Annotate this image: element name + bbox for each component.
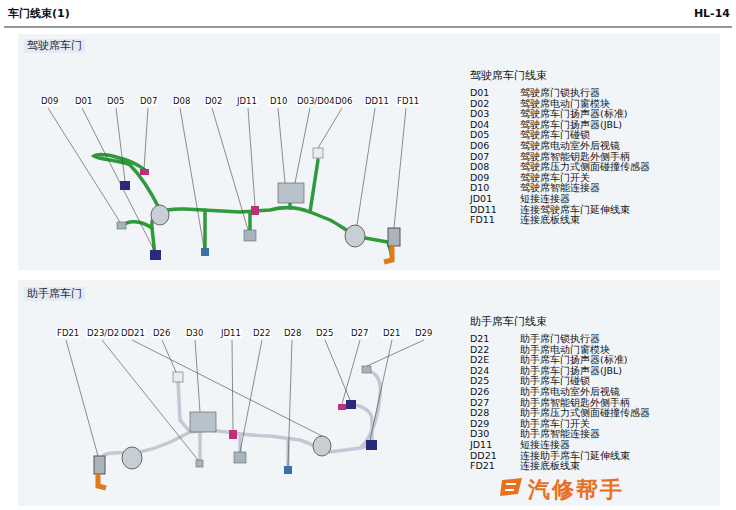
connectors bbox=[94, 366, 377, 488]
connector-code: DD11 bbox=[470, 205, 497, 215]
connector-name: 助手席车门开关 bbox=[520, 419, 590, 429]
connector-name: 驾驶席智能连接器 bbox=[520, 183, 600, 193]
watermark: 汽修帮手 bbox=[528, 478, 624, 502]
connector-code: D26 bbox=[470, 387, 489, 397]
connector-name: 助手席智能钥匙外侧手柄 bbox=[520, 398, 630, 408]
callout-number: JD11 bbox=[236, 97, 258, 106]
callout-number: DD21 bbox=[120, 329, 146, 338]
list-heading: 驾驶席车门线束 bbox=[470, 70, 547, 82]
connector-name: 助手席电动室外后视镜 bbox=[520, 387, 620, 397]
callout-number: D30 bbox=[185, 329, 204, 338]
connector-code: DD21 bbox=[470, 451, 497, 461]
connector-name: 助手席车门扬声器(标准) bbox=[520, 355, 627, 365]
connector-name: 连接底板线束 bbox=[520, 215, 580, 225]
connector-code: D29 bbox=[470, 419, 489, 429]
section-title: 驾驶席车门 bbox=[24, 39, 85, 53]
callout-number: D21 bbox=[382, 329, 401, 338]
connector-code: D06 bbox=[470, 141, 489, 151]
connector-code: D02 bbox=[470, 99, 489, 109]
section-title: 助手席车门 bbox=[24, 287, 85, 301]
connector-name: 连接驾驶席车门延伸线束 bbox=[520, 205, 630, 215]
list-heading: 助手席车门线束 bbox=[470, 316, 547, 328]
callout-number: D03/D04 bbox=[296, 97, 336, 106]
connector-name: 短接连接器 bbox=[520, 194, 570, 204]
connector-code: D2E bbox=[470, 355, 489, 365]
callout-number: JD11 bbox=[220, 329, 242, 338]
header-rule bbox=[4, 27, 732, 28]
connectors bbox=[117, 148, 400, 262]
callout-number: D02 bbox=[204, 97, 223, 106]
connector-name: 助手席电动门窗模块 bbox=[520, 345, 610, 355]
connector-name: 驾驶席门锁执行器 bbox=[520, 88, 600, 98]
page-number: HL-14 bbox=[694, 8, 730, 20]
callout-number: DD11 bbox=[364, 97, 390, 106]
callout-number: D27 bbox=[350, 329, 369, 338]
connector-name: 驾驶席车门开关 bbox=[520, 173, 590, 183]
connector-code: D10 bbox=[470, 183, 489, 193]
panel-ground bbox=[18, 280, 720, 506]
connector-name: 驾驶席车门碰锁 bbox=[520, 130, 590, 140]
connector-name: 驾驶席压力式侧面碰撞传感器 bbox=[520, 162, 650, 172]
connector-name: 短接连接器 bbox=[520, 440, 570, 450]
connector-code: FD21 bbox=[470, 461, 495, 471]
connector-code: D01 bbox=[470, 88, 489, 98]
page-title: 车门线束(1) bbox=[8, 8, 70, 20]
grey-harness bbox=[100, 370, 380, 470]
connector-code: D03 bbox=[470, 109, 489, 119]
connector-code: D07 bbox=[470, 152, 489, 162]
connector-name: 助手席压力式侧面碰撞传感器 bbox=[520, 408, 650, 418]
connector-code: D04 bbox=[470, 120, 489, 130]
panel-ground bbox=[18, 34, 720, 270]
connector-name: 驾驶席车门扬声器(JBL) bbox=[520, 120, 622, 130]
connector-code: JD11 bbox=[470, 440, 492, 450]
callout-number: FD11 bbox=[396, 97, 420, 106]
callout-number: D22 bbox=[252, 329, 271, 338]
callout-number: FD21 bbox=[56, 329, 80, 338]
callout-number: D07 bbox=[139, 97, 158, 106]
callout-number: D25 bbox=[315, 329, 334, 338]
connector-code: D05 bbox=[470, 130, 489, 140]
connector-code: FD11 bbox=[470, 215, 495, 225]
leader-lines bbox=[48, 108, 406, 250]
connector-name: 连接助手席车门延伸线束 bbox=[520, 451, 630, 461]
callout-number: D09 bbox=[40, 97, 59, 106]
connector-code: D27 bbox=[470, 398, 489, 408]
connector-code: D28 bbox=[470, 408, 489, 418]
callout-number: D01 bbox=[74, 97, 93, 106]
connector-code: D22 bbox=[470, 345, 489, 355]
callout-number: D08 bbox=[172, 97, 191, 106]
callout-number: D06 bbox=[334, 97, 353, 106]
connector-code: D30 bbox=[470, 429, 489, 439]
connector-code: D08 bbox=[470, 162, 489, 172]
callout-number: D10 bbox=[269, 97, 288, 106]
callout-number: D05 bbox=[106, 97, 125, 106]
callout-number: D28 bbox=[283, 329, 302, 338]
connector-name: 连接底板线束 bbox=[520, 461, 580, 471]
connector-code: D25 bbox=[470, 376, 489, 386]
callout-number: D26 bbox=[152, 329, 171, 338]
connector-name: 驾驶席智能钥匙外侧手柄 bbox=[520, 152, 630, 162]
connector-name: 助手席智能连接器 bbox=[520, 429, 600, 439]
watermark-logo bbox=[500, 478, 522, 496]
green-harness bbox=[94, 155, 392, 256]
connector-name: 助手席门锁执行器 bbox=[520, 334, 600, 344]
leader-lines bbox=[66, 340, 424, 466]
connector-name: 助手席车门扬声器(JBL) bbox=[520, 366, 622, 376]
connector-name: 驾驶席车门扬声器(标准) bbox=[520, 109, 627, 119]
connector-code: D21 bbox=[470, 334, 489, 344]
connector-code: D09 bbox=[470, 173, 489, 183]
connector-name: 驾驶席电动室外后视镜 bbox=[520, 141, 620, 151]
connector-code: D24 bbox=[470, 366, 489, 376]
callout-number: D29 bbox=[414, 329, 433, 338]
connector-code: JD01 bbox=[470, 194, 492, 204]
connector-name: 助手席车门碰锁 bbox=[520, 376, 590, 386]
connector-name: 驾驶席电动门窗模块 bbox=[520, 99, 610, 109]
